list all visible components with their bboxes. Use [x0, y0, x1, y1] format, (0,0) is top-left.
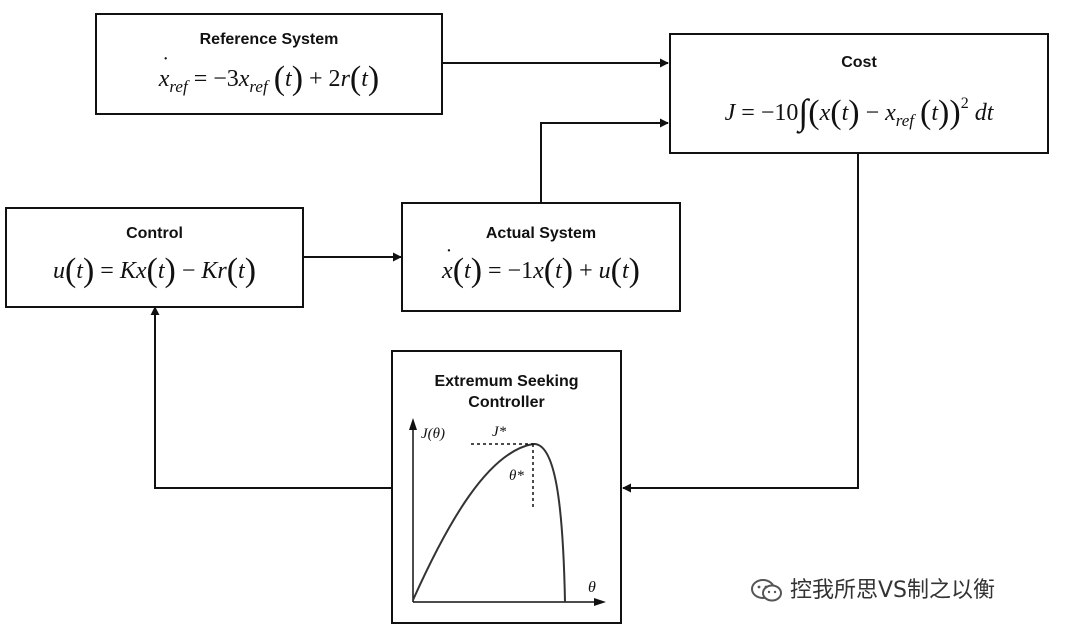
esc-theta-star-label: θ*	[509, 468, 524, 484]
arrow-cost-to-esc	[622, 153, 859, 493]
actual-system-equation: x(t) = −1x(t) + u(t)	[403, 244, 679, 289]
reference-system-block: Reference System xref = −3xref (t) + 2r(…	[95, 13, 443, 115]
esc-title-line1: Extremum Seeking	[434, 373, 579, 390]
cost-title: Cost	[841, 54, 877, 71]
control-title: Control	[126, 225, 183, 242]
watermark-text: 控我所思VS制之以衡	[790, 578, 996, 603]
arrow-esc-to-control	[150, 306, 391, 489]
esc-x-axis-arrowhead	[594, 598, 606, 606]
reference-system-title: Reference System	[199, 31, 339, 48]
esc-x-label: θ	[588, 579, 596, 596]
wechat-icon	[751, 579, 782, 602]
watermark: 控我所思VS制之以衡	[750, 572, 995, 604]
esc-curve	[412, 442, 566, 603]
control-block: Control u(t) = Kx(t) − Kr(t)	[5, 207, 304, 308]
esc-peak-label: J*	[492, 424, 507, 440]
extremum-seeking-controller-block: Extremum Seeking Controller J(θ) J* θ* θ	[391, 350, 622, 624]
cost-block: Cost J = −10∫(x(t) − xref (t))2 dt	[669, 33, 1049, 154]
esc-title-line2: Controller	[468, 394, 545, 411]
esc-y-axis-arrowhead	[409, 418, 417, 430]
esc-performance-curve: J(θ) J* θ* θ	[409, 418, 606, 606]
arrow-actual-to-cost	[540, 118, 669, 202]
actual-system-title: Actual System	[485, 225, 597, 242]
esc-y-label: J(θ)	[421, 426, 445, 442]
control-equation: u(t) = Kx(t) − Kr(t)	[52, 252, 257, 289]
cost-equation: J = −10∫(x(t) − xref (t))2 dt	[724, 92, 994, 132]
reference-system-equation: xref = −3xref (t) + 2r(t)	[97, 52, 441, 97]
actual-system-block: Actual System x(t) = −1x(t) + u(t)	[401, 202, 681, 312]
